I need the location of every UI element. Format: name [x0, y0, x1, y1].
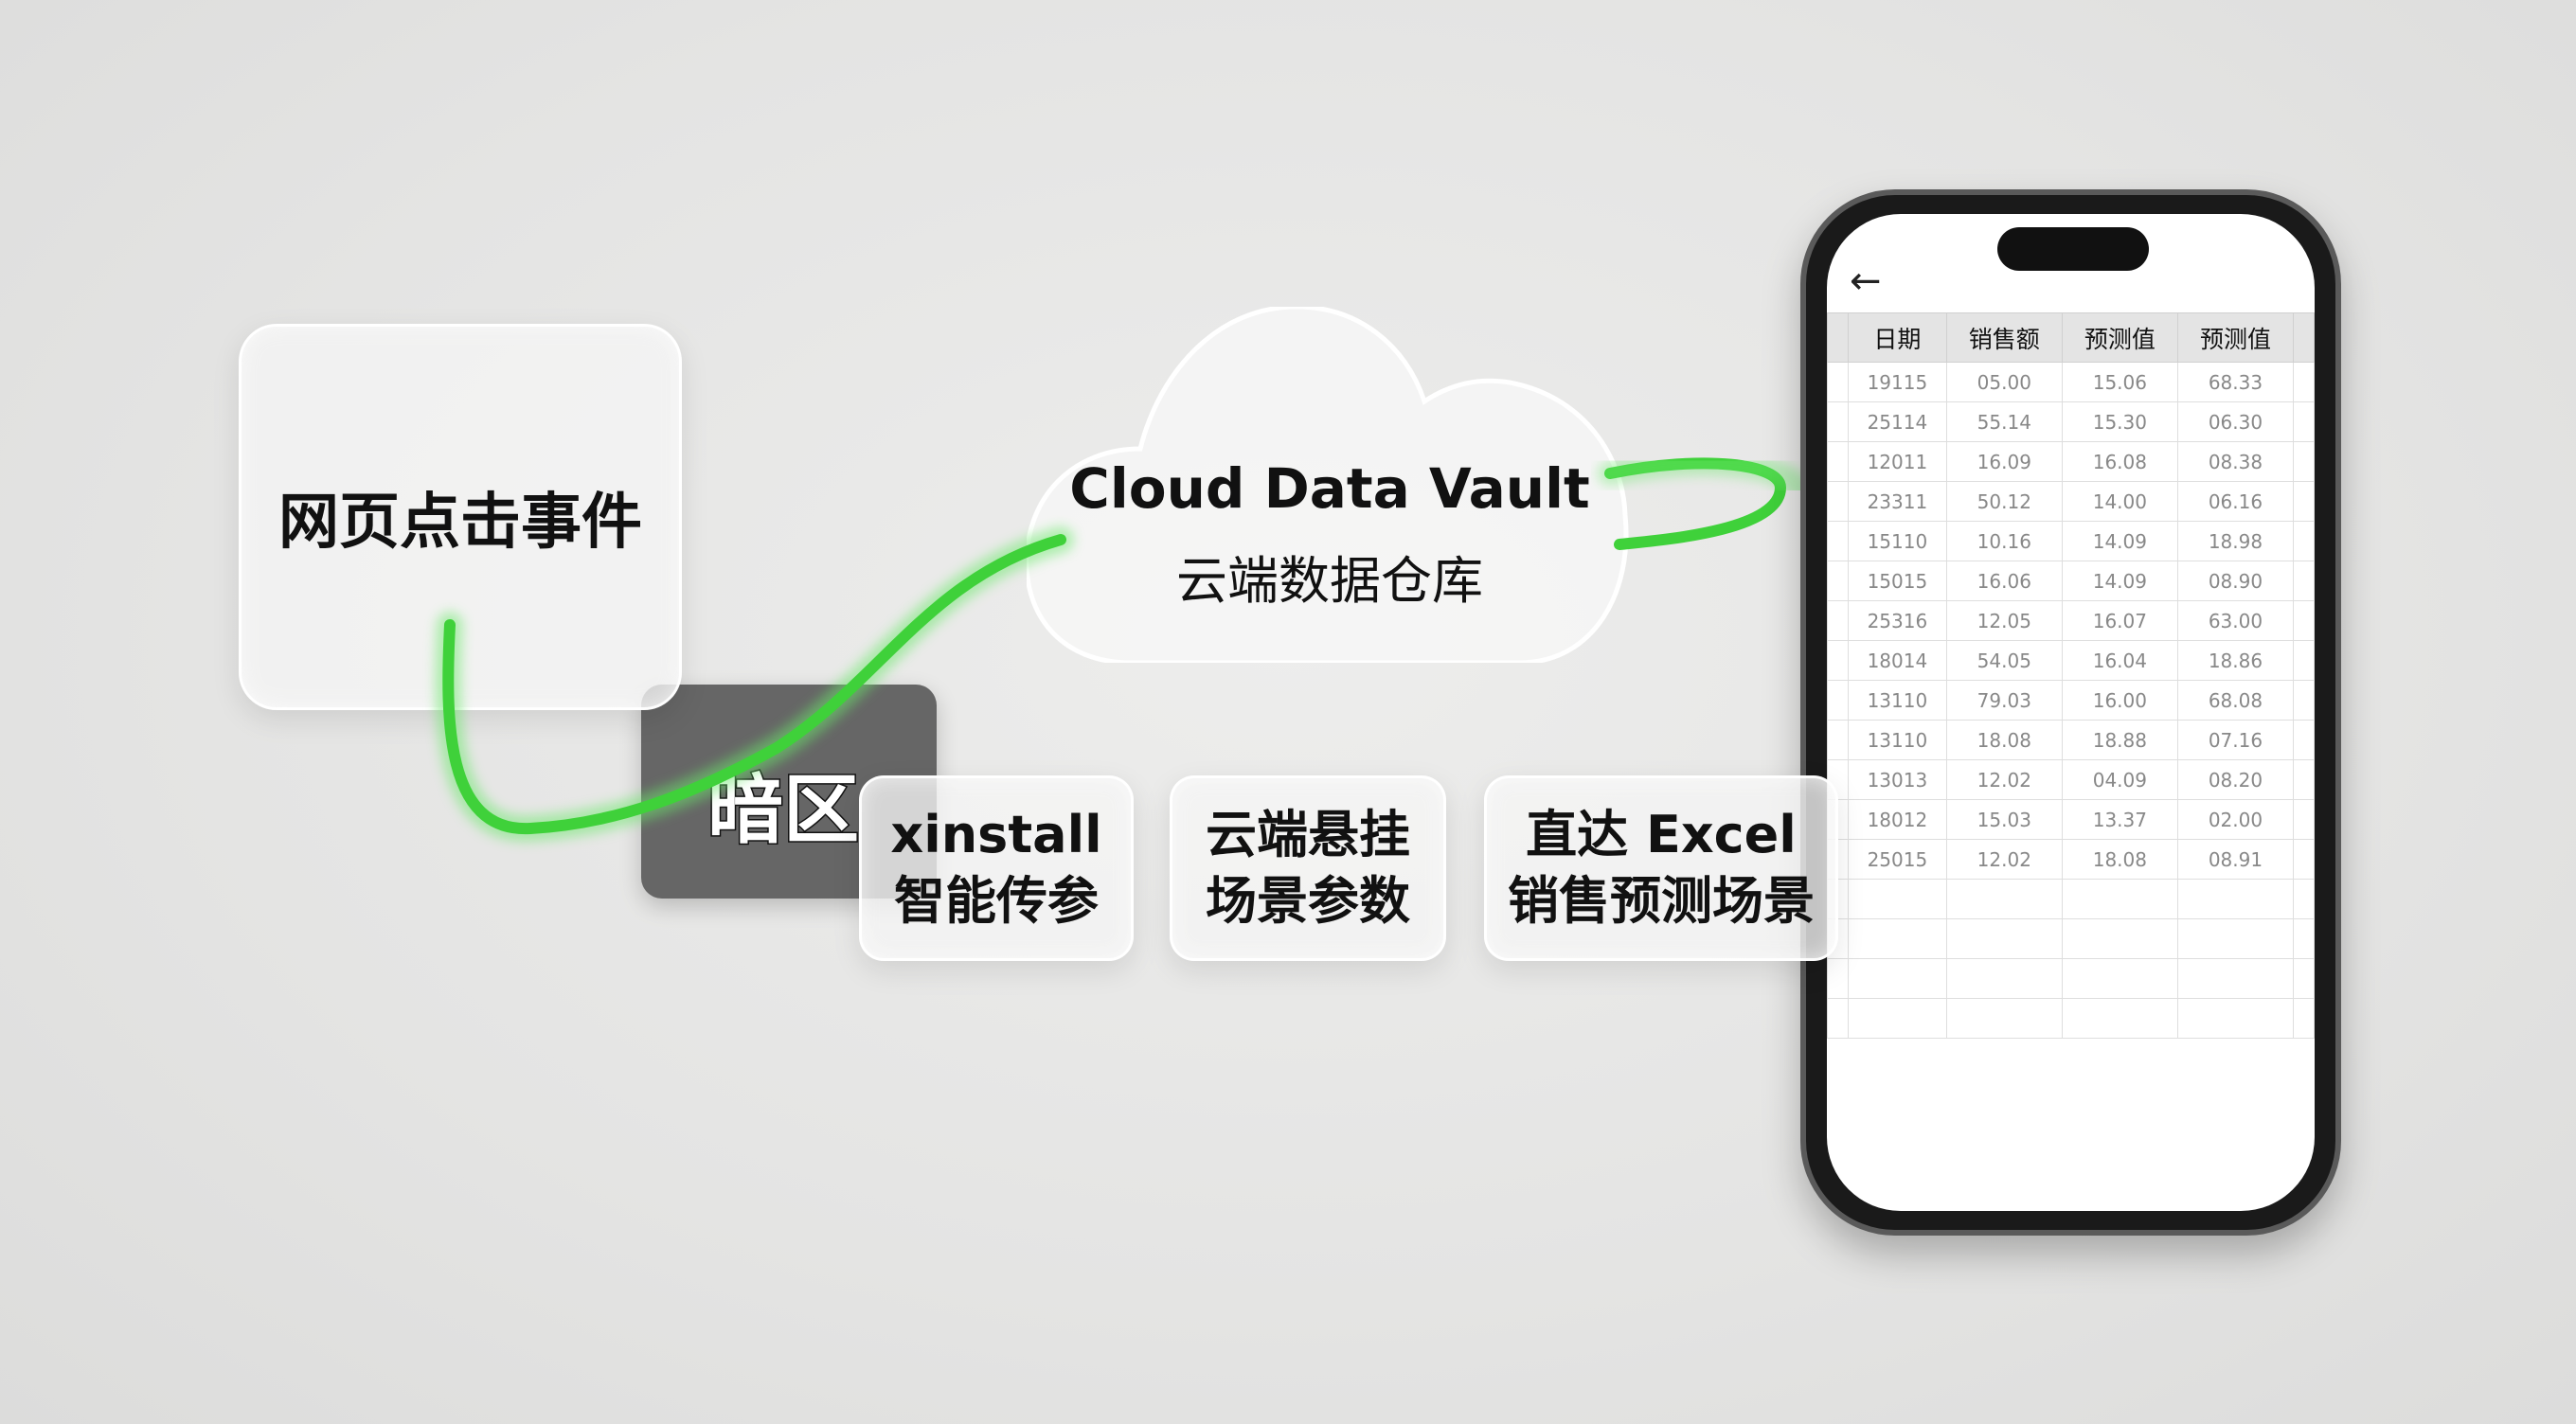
- table-cell: 25114: [1848, 401, 1947, 442]
- table-cell: 18.08: [2061, 839, 2178, 880]
- table-cell: 05.00: [1945, 362, 2063, 402]
- tube-cloud-to-phone: [1604, 457, 1787, 550]
- table-cell: 18.98: [2176, 521, 2295, 561]
- table-cell: 10.16: [1945, 521, 2063, 561]
- table-cell: 15.06: [2061, 362, 2178, 402]
- header-forecast-2: 预测值: [2176, 312, 2295, 363]
- chip-line: 云端悬挂: [1206, 805, 1410, 864]
- empty-row: [1827, 958, 2315, 999]
- table-cell: 02.00: [2176, 799, 2295, 840]
- table-cell: 68.33: [2176, 362, 2295, 402]
- table-cell: 14.00: [2061, 481, 2178, 522]
- table-cell: 12.02: [1945, 839, 2063, 880]
- cloud-title: Cloud Data Vault: [1069, 456, 1590, 521]
- table-cell: 79.03: [1945, 680, 2063, 721]
- table-cell: 63.00: [2176, 600, 2295, 641]
- table-cell: 23311: [1848, 481, 1947, 522]
- table-cell: 15.03: [1945, 799, 2063, 840]
- table-cell: 16.00: [2061, 680, 2178, 721]
- table-cell: 06.16: [2176, 481, 2295, 522]
- cloud-subtitle: 云端数据仓库: [1176, 551, 1483, 611]
- web-click-event-card: 网页点击事件: [239, 324, 682, 710]
- dark-zone-label: 暗区: [707, 765, 861, 856]
- table-cell: 15.30: [2061, 401, 2178, 442]
- table-cell: 06.30: [2176, 401, 2295, 442]
- table-cell: 18012: [1848, 799, 1947, 840]
- table-cell: 18014: [1848, 640, 1947, 681]
- table-cell: 15110: [1848, 521, 1947, 561]
- table-cell: 16.07: [2061, 600, 2178, 641]
- back-arrow-icon[interactable]: ←: [1850, 259, 1882, 303]
- table-cell: 13.37: [2061, 799, 2178, 840]
- table-cell: 68.08: [2176, 680, 2295, 721]
- dynamic-island: [1997, 227, 2149, 271]
- table-header-row: 日期 销售额 预测值 预测值: [1827, 312, 2315, 363]
- table-cell: 25316: [1848, 600, 1947, 641]
- chip-line: 销售预测场景: [1508, 871, 1815, 931]
- header-sales: 销售额: [1945, 312, 2063, 363]
- table-cell: 13110: [1848, 720, 1947, 760]
- table-cell: 14.09: [2061, 521, 2178, 561]
- table-cell: 12.02: [1945, 759, 2063, 800]
- table-cell: 16.06: [1945, 561, 2063, 601]
- chip-cloud-params: 云端悬挂场景参数: [1170, 775, 1446, 961]
- chip-xinstall: xinstall 智能传参: [859, 775, 1134, 961]
- empty-row: [1827, 879, 2315, 919]
- header-forecast: 预测值: [2061, 312, 2178, 363]
- table-cell: 54.05: [1945, 640, 2063, 681]
- table-cell: 08.90: [2176, 561, 2295, 601]
- table-cell: 08.20: [2176, 759, 2295, 800]
- table-cell: 14.09: [2061, 561, 2178, 601]
- table-cell: 18.08: [1945, 720, 2063, 760]
- table-cell: 19115: [1848, 362, 1947, 402]
- header-date: 日期: [1848, 312, 1947, 363]
- table-cell: 12011: [1848, 441, 1947, 482]
- table-cell: 08.91: [2176, 839, 2295, 880]
- chip-line: 智能传参: [894, 871, 1099, 931]
- chip-line: xinstall: [890, 805, 1102, 864]
- empty-row: [1827, 918, 2315, 959]
- chip-line: 场景参数: [1206, 871, 1410, 931]
- table-cell: 12.05: [1945, 600, 2063, 641]
- table-cell: 18.88: [2061, 720, 2178, 760]
- empty-row: [1827, 998, 2315, 1039]
- table-cell: 15015: [1848, 561, 1947, 601]
- table-cell: 16.08: [2061, 441, 2178, 482]
- table-cell: 16.04: [2061, 640, 2178, 681]
- table-cell: 08.38: [2176, 441, 2295, 482]
- chip-line: 直达 Excel: [1526, 805, 1797, 864]
- table-cell: 07.16: [2176, 720, 2295, 760]
- table-cell: 18.86: [2176, 640, 2295, 681]
- table-cell: 13110: [1848, 680, 1947, 721]
- table-cell: 25015: [1848, 839, 1947, 880]
- table-cell: 50.12: [1945, 481, 2063, 522]
- cloud-data-vault: Cloud Data Vault 云端数据仓库: [1024, 304, 1633, 666]
- table-cell: 13013: [1848, 759, 1947, 800]
- web-click-event-label: 网页点击事件: [278, 488, 642, 558]
- table-cell: 16.09: [1945, 441, 2063, 482]
- chip-excel: 直达 Excel 销售预测场景: [1484, 775, 1838, 961]
- table-cell: 04.09: [2061, 759, 2178, 800]
- table-cell: 55.14: [1945, 401, 2063, 442]
